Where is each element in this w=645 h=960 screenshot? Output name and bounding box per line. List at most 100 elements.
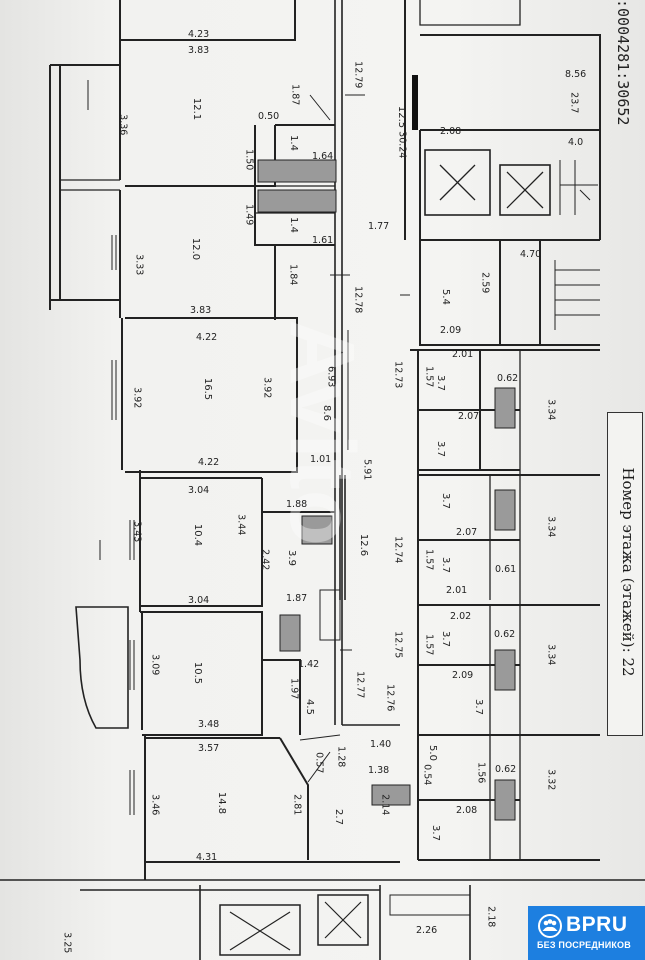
room-area: 2.7 [332,809,344,825]
dim-label: 30.24 [396,131,408,159]
floor-number-text: Номер этажа (этажей): 22 [619,467,637,677]
dim-label: 2.09 [440,325,462,336]
floor-number-box: Номер этажа (этажей): 22 [607,412,643,736]
room-area: 14.8 [216,791,228,815]
dim-label: 2.07 [458,411,480,422]
dim-label: 2.42 [259,549,271,571]
dim-label: 5.91 [361,459,373,481]
dim-label: 3.46 [149,794,161,816]
room-area: 3.7 [429,825,441,841]
dim-label: 0.62 [495,764,517,775]
dim-label: 1.87 [289,84,301,106]
dim-label: 12.73 [392,361,404,389]
dim-label: 1.28 [335,746,347,768]
dim-label: 1.77 [368,221,390,232]
room-area: 3.7 [472,699,484,715]
dim-label: 1.61 [312,235,334,246]
dim-label: 3.83 [188,45,210,56]
dim-label: 3.25 [61,932,73,954]
dim-label: 3.44 [235,514,247,536]
dim-label: 3.83 [190,305,212,316]
bpru-badge[interactable]: BPRU БЕЗ ПОСРЕДНИКОВ [528,906,645,960]
dim-label: 4.0 [568,137,584,148]
dim-label: 2.14 [379,794,391,816]
room-area: 3.7 [439,493,451,509]
dim-label: 0.57 [313,752,325,774]
room-area: 5.0 [426,745,438,761]
people-logo-icon [538,914,562,938]
dim-label: 3.32 [545,769,557,791]
room-area: 10.5 [192,661,204,685]
dim-label: 1.01 [310,454,332,465]
room-area: 3.9 [285,550,297,566]
dim-label: 3.33 [133,254,145,276]
dim-label: 2.08 [456,805,478,816]
dim-label: 0.54 [421,764,433,786]
dim-label: 1.42 [298,659,320,670]
dim-label: 1.97 [288,678,300,700]
dim-label: 3.09 [149,654,161,676]
dim-label: 6.93 [325,366,337,388]
dim-label: 1.88 [286,499,308,510]
dim-label: 1.50 [243,149,255,171]
room-area: 12.6 [358,533,370,557]
room-area: 8.6 [320,405,332,421]
dim-label: 2.18 [485,906,497,928]
dim-label: 3.92 [261,377,273,399]
room-area: 3.7 [439,631,451,647]
dim-label: 2.07 [456,527,478,538]
dim-label: 3.36 [117,114,129,136]
badge-brand: BPRU [566,913,628,936]
dim-label: 1.40 [370,739,392,750]
dim-label: 2.81 [291,794,303,816]
room-area: 5.4 [439,289,451,305]
dim-label: 1.49 [243,204,255,226]
dim-label: 12.76 [384,684,396,712]
dim-label: 4.70 [520,249,542,260]
room-area: 4.5 [303,699,315,715]
dim-label: 3.34 [545,399,557,421]
watermark-text: Avito [270,319,373,546]
dim-label: 1.57 [423,634,435,656]
dim-label: 0.62 [497,373,519,384]
dim-label: 12.75 [392,631,404,659]
dim-label: 2.59 [479,272,491,294]
dim-label: 4.22 [196,332,218,343]
dim-label: 3.57 [198,743,220,754]
room-area: 3.7 [439,557,451,573]
dim-label: 3.34 [545,644,557,666]
dim-label: 4.31 [196,852,218,863]
dim-label: 3.92 [131,387,143,409]
dim-label: 1.57 [423,366,435,388]
room-area: 12.1 [191,97,203,121]
dim-label: 12.79 [352,61,364,89]
cadastral-number: :0004281:30652 [603,0,643,200]
dim-label: 1.84 [287,264,299,286]
dim-label: 1.56 [475,762,487,784]
dim-label: 2.01 [452,349,474,360]
room-area: 1.4 [287,135,299,151]
dim-label: 2.26 [416,925,438,936]
dim-label: 3.43 [131,521,143,543]
dim-label: 3.48 [198,719,220,730]
dim-label: 0.50 [258,111,280,122]
dim-label: 1.64 [312,151,334,162]
dim-label: 12.78 [352,286,364,314]
dim-label: 3.04 [188,485,210,496]
room-area: 3.7 [434,375,446,391]
dim-label: 0.61 [495,564,517,575]
dim-label: 2.02 [450,611,472,622]
room-area: 10.4 [192,523,204,547]
dim-label: 3.34 [545,516,557,538]
room-area: 12.0 [190,237,202,261]
dim-label: 1.87 [286,593,308,604]
cadastral-number-text: :0004281:30652 [614,0,632,126]
dim-label: 2.01 [446,585,468,596]
room-area: 3.7 [434,441,446,457]
dim-label: 12.74 [392,536,404,564]
dim-label: 23.7 [568,92,580,114]
room-area: 12.5 [396,105,408,129]
dim-label: 3.04 [188,595,210,606]
